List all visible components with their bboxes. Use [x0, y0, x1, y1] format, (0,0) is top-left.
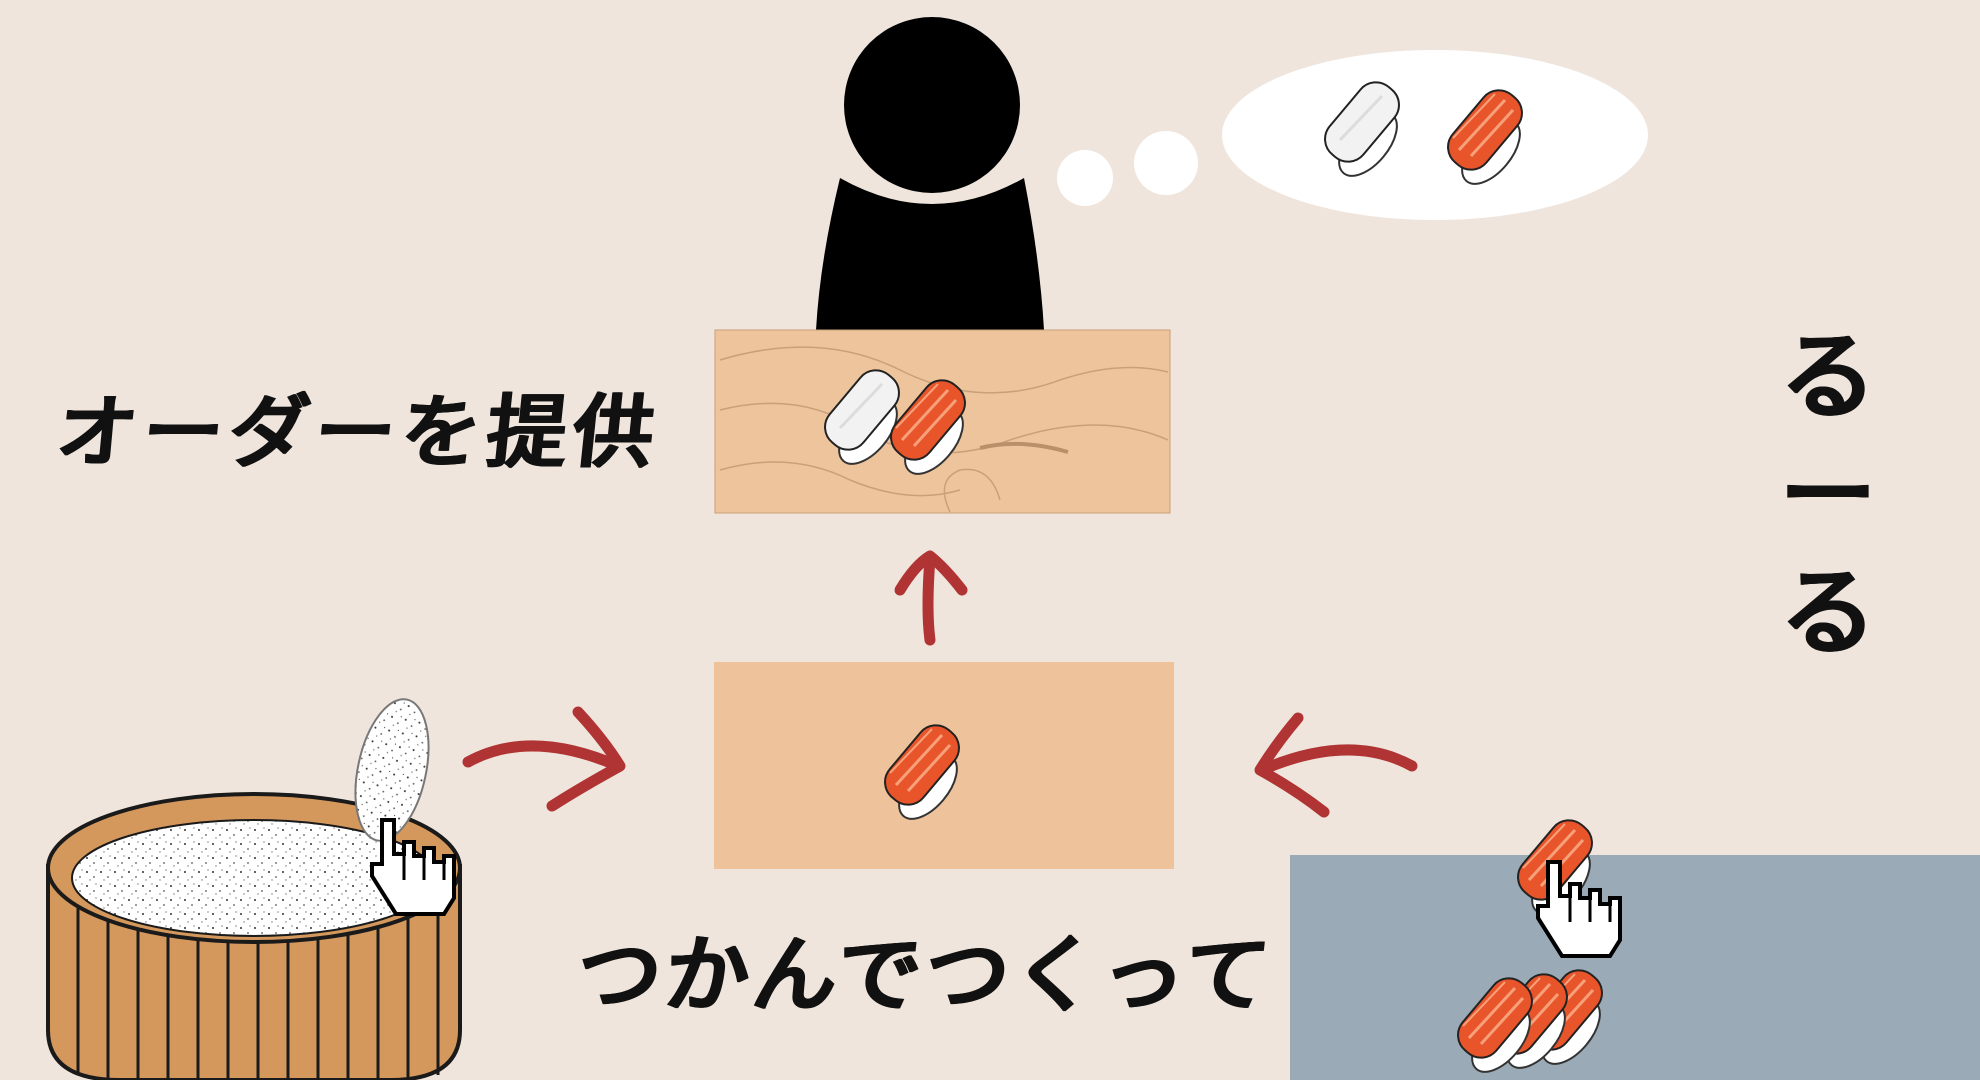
grab-and-make-label: つかんでつくって	[572, 926, 1279, 1024]
arrow-left-icon	[1254, 712, 1418, 818]
rice-ball-icon	[354, 698, 430, 842]
rules-button[interactable]: るーる	[1780, 321, 1876, 669]
customer-silhouette-icon	[816, 17, 1044, 330]
fish-tray[interactable]	[1290, 855, 1980, 1080]
serve-order-label: オーダーを提供	[52, 386, 665, 479]
arrow-up-icon	[894, 550, 968, 646]
thought-bubble-icon	[1057, 50, 1648, 220]
rice-tub-icon[interactable]	[46, 792, 462, 1080]
arrow-right-icon	[462, 706, 626, 812]
